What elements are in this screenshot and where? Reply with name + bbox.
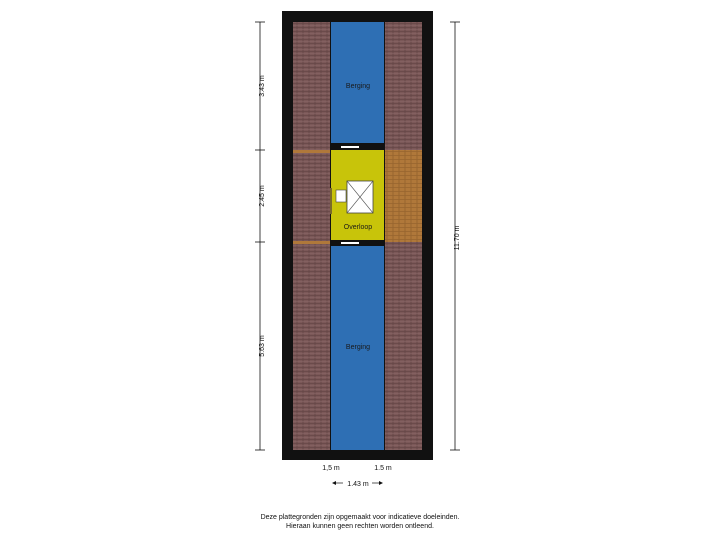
- label-bottom-storage: Berging: [346, 344, 370, 351]
- footer-line-1: Deze plattegronden zijn opgemaakt voor i…: [260, 514, 460, 521]
- dim-middle-height: 2.45 m: [259, 185, 266, 207]
- skylight-cross: [346, 180, 374, 214]
- room-bottom-storage: [331, 246, 384, 450]
- label-landing: Overloop: [344, 224, 373, 231]
- dim-right-width: 1.5 m: [374, 465, 392, 472]
- dim-total-height: 11.70 m: [454, 225, 461, 250]
- dim-center-arrow-left: [332, 481, 336, 485]
- roof-left-lit-band-low: [293, 241, 330, 244]
- hatch: [335, 189, 347, 203]
- roof-left: [293, 22, 330, 450]
- dim-bottom-height: 5.63 m: [259, 335, 266, 357]
- door-top: [341, 146, 359, 148]
- roof-left-lit-band: [293, 150, 330, 153]
- door-bottom: [341, 242, 359, 244]
- roof-right-lit: [385, 150, 422, 242]
- label-top-storage: Berging: [346, 83, 370, 90]
- footer-line-2: Hieraan kunnen geen rechten worden ontle…: [286, 523, 434, 530]
- ladder: [330, 188, 332, 214]
- room-top-storage: [331, 22, 384, 143]
- dim-top-height: 3.43 m: [259, 75, 266, 97]
- dim-center-arrow-right: [379, 481, 383, 485]
- dim-left-width: 1,5 m: [322, 465, 340, 472]
- dim-center-width: 1.43 m: [347, 481, 369, 488]
